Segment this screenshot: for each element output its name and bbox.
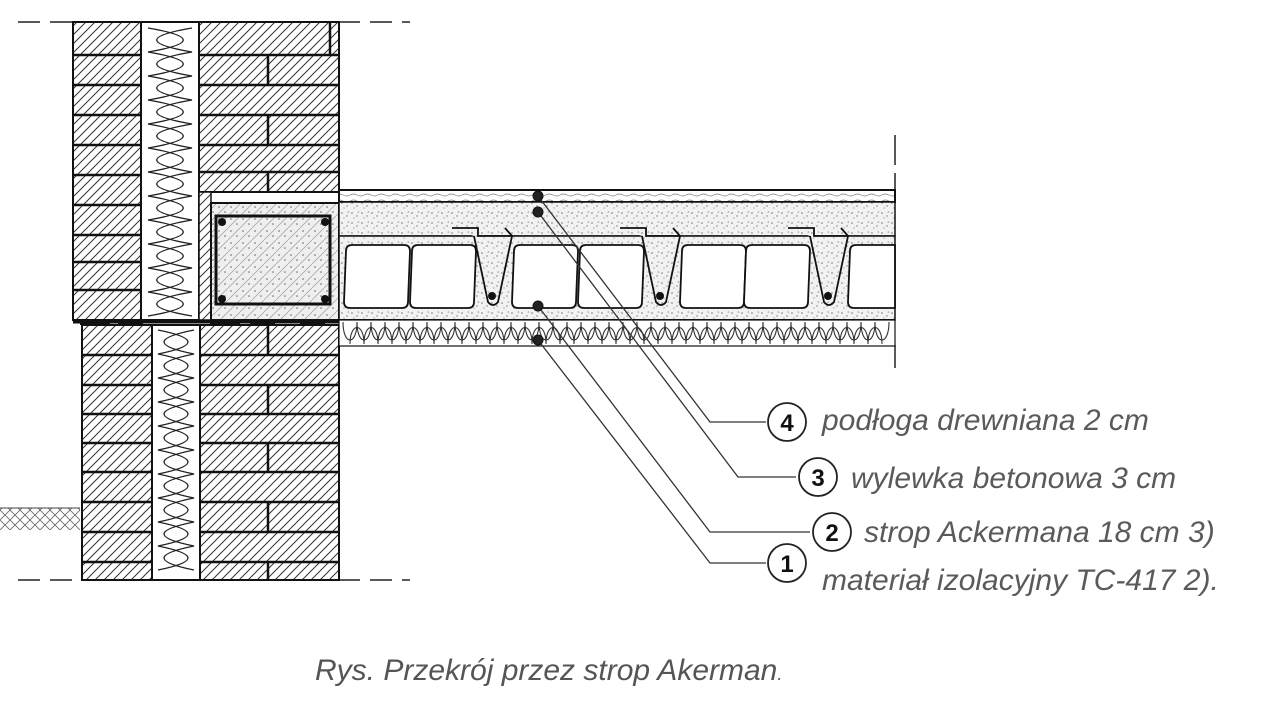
leader-2 — [537, 305, 810, 533]
legend-label-3: wylewka betonowa 3 cm — [851, 462, 1176, 495]
legend-item-1: 1 materiał izolacyjny TC-417 2). — [767, 543, 1219, 597]
floor-slab-assembly — [338, 189, 896, 347]
legend-number-1: 1 — [780, 551, 793, 578]
leader-dot-4 — [532, 190, 544, 202]
lower-outer-brick-leaf — [81, 324, 153, 581]
lower-inner-brick-leaf — [199, 324, 340, 581]
lower-wall-insulation — [151, 324, 201, 581]
leader-dots — [532, 190, 544, 346]
upper-wall-insulation — [140, 21, 200, 321]
leader-lines — [537, 195, 810, 564]
legend-item-4: 4 podłoga drewniana 2 cm — [767, 402, 1149, 442]
legend-item-2: 2 strop Ackermana 18 cm 3) — [812, 512, 1215, 552]
upper-wall — [72, 21, 340, 321]
legend-label-4: podłoga drewniana 2 cm — [821, 404, 1149, 437]
upper-inner-brick-leaf — [198, 21, 340, 321]
caption-main: Rys. Przekrój przez strop Akerman — [315, 654, 777, 687]
slab-ribs — [452, 227, 850, 306]
layer-wooden-floor — [338, 189, 896, 203]
legend-number-3: 3 — [811, 465, 824, 492]
ring-beam — [210, 202, 340, 321]
leader-1 — [537, 339, 766, 564]
leader-3 — [537, 211, 796, 478]
caption-suffix: . — [777, 664, 782, 684]
legend-bubble-1 — [767, 543, 807, 583]
layer-insulation-tc417 — [338, 319, 896, 347]
legend-number-2: 2 — [825, 520, 838, 547]
damp-proof-course — [73, 319, 339, 325]
legend-label-2: strop Ackermana 18 cm 3) — [864, 516, 1215, 549]
upper-outer-brick-leaf — [72, 21, 142, 321]
slab-hollow-blocks — [343, 244, 896, 309]
leader-dot-1 — [532, 334, 544, 346]
lower-wall — [81, 324, 340, 581]
leader-dot-2 — [532, 300, 544, 312]
figure-caption: Rys. Przekrój przez strop Akerman. — [315, 654, 782, 687]
rib-rebars — [488, 292, 832, 300]
legend-bubble-2 — [812, 512, 852, 552]
legend-bubble-4 — [767, 402, 807, 442]
leader-dot-3 — [532, 206, 544, 218]
ground-soil — [0, 507, 80, 530]
legend-bubble-3 — [798, 457, 838, 497]
legend-item-3: 3 wylewka betonowa 3 cm — [798, 457, 1176, 497]
legend-number-4: 4 — [780, 410, 794, 437]
legend-label-1: materiał izolacyjny TC-417 2). — [822, 564, 1219, 597]
leader-4 — [537, 195, 766, 423]
